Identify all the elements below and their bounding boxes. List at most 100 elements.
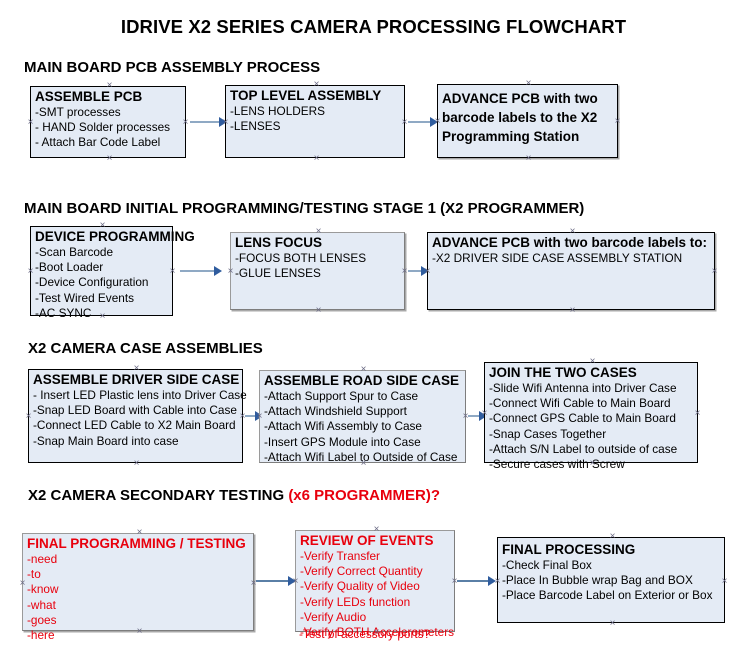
connector-arrow [408,121,435,123]
box-line: -Connect LED Cable to X2 Main Board [33,418,236,433]
resize-handle[interactable] [291,577,300,586]
resize-handle[interactable] [18,579,27,588]
box-device-programming[interactable]: DEVICE PROGRAMMING -Scan Barcode -Boot L… [30,226,195,320]
resize-handle[interactable] [98,312,107,321]
box-assemble-driver-side-case[interactable]: ASSEMBLE DRIVER SIDE CASE - Insert LED P… [28,369,247,463]
box-line: - Insert LED Plastic lens into Driver Ca… [33,388,247,402]
box-line: -Boot Loader [35,260,104,275]
box-title: REVIEW OF EVENTS [300,533,434,548]
box-title: ASSEMBLE PCB [35,89,143,104]
resize-handle[interactable] [480,409,489,418]
box-line: -Scan Barcode [35,245,114,259]
resize-handle[interactable] [720,577,729,586]
box-line: -Test Wired Events [35,290,134,305]
resize-handle[interactable] [221,118,230,127]
box-line: - Attach Bar Code Label [35,135,161,150]
resize-handle[interactable] [524,154,533,163]
box-line: -Attach Support Spur to Case [264,389,419,403]
arrowhead-icon [214,266,222,276]
box-final-programming-testing[interactable]: FINAL PROGRAMMING / TESTING -need -to -k… [22,533,254,642]
arrowhead-icon [488,576,496,586]
resize-handle[interactable] [568,227,577,236]
box-line: -Verify Transfer [300,549,380,563]
box-title: ASSEMBLE ROAD SIDE CASE [264,373,460,388]
resize-handle[interactable] [135,627,144,636]
box-advance-pcb-driver-side[interactable]: ADVANCE PCB with two barcode labels to: … [427,232,715,310]
box-assemble-pcb[interactable]: ASSEMBLE PCB -SMT processes - HAND Solde… [30,86,186,158]
box-review-of-events[interactable]: REVIEW OF EVENTS -Verify Transfer -Verif… [295,530,455,639]
box-line: -Slide Wifi Antenna into Driver Case [489,381,677,395]
box-line: - HAND Solder processes [35,120,171,135]
box-title: JOIN THE TWO CASES [489,365,637,380]
resize-handle[interactable] [524,79,533,88]
box-lens-focus[interactable]: LENS FOCUS -FOCUS BOTH LENSES -GLUE LENS… [230,232,405,310]
box-title: ASSEMBLE DRIVER SIDE CASE [33,372,240,387]
section-header-2: MAIN BOARD INITIAL PROGRAMMING/TESTING S… [24,200,585,217]
resize-handle[interactable] [24,412,33,421]
box-final-processing[interactable]: FINAL PROCESSING -Check Final Box -Place… [497,537,725,623]
resize-handle[interactable] [608,532,617,541]
resize-handle[interactable] [314,306,323,315]
resize-handle[interactable] [132,459,141,468]
section-header-3: X2 CAMERA CASE ASSEMBLIES [28,340,263,357]
resize-handle[interactable] [255,412,264,421]
resize-handle[interactable] [588,357,597,366]
box-line: -Snap LED Board with Cable into Case [33,403,237,418]
box-line: -Verify Correct Quantity [300,564,423,579]
resize-handle[interactable] [710,267,719,276]
box-line: -Attach S/N Label to outside of case [489,441,678,456]
resize-handle[interactable] [132,364,141,373]
resize-handle[interactable] [226,267,235,276]
box-line: -SMT processes [35,105,121,119]
resize-handle[interactable] [568,306,577,315]
box-assemble-road-side-case[interactable]: ASSEMBLE ROAD SIDE CASE -Attach Support … [259,370,466,464]
box-title: FINAL PROCESSING [502,542,636,557]
resize-handle[interactable] [26,118,35,127]
box-line: -know [27,582,59,597]
resize-handle[interactable] [433,117,442,126]
box-line: -Snap Cases Together [489,426,607,441]
box-title: ADVANCE PCB with two barcode labels to: [432,235,708,250]
resize-handle[interactable] [372,525,381,534]
box-line: -Connect GPS Cable to Main Board [489,411,676,426]
resize-handle[interactable] [359,459,368,468]
box-line: -to [27,567,41,582]
resize-handle[interactable] [26,267,35,276]
box-line: -FOCUS BOTH LENSES [235,251,367,265]
box-line: -Attach Wifi Assembly to Case [264,419,422,434]
box-review-of-events-overflow-line: -Test of accessory ports? [299,627,431,641]
resize-handle[interactable] [608,619,617,628]
resize-handle[interactable] [359,365,368,374]
resize-handle[interactable] [135,528,144,537]
box-line: -Insert GPS Module into Case [264,434,421,449]
resize-handle[interactable] [168,267,177,276]
resize-handle[interactable] [314,227,323,236]
section-header-4-accent: (x6 PROGRAMMER)? [288,487,440,504]
box-line: -Device Configuration [35,275,149,290]
resize-handle[interactable] [181,118,190,127]
box-line: -LENS HOLDERS [230,104,326,118]
box-line: -Connect Wifi Cable to Main Board [489,396,671,411]
resize-handle[interactable] [588,459,597,468]
resize-handle[interactable] [613,117,622,126]
resize-handle[interactable] [98,221,107,230]
resize-handle[interactable] [105,81,114,90]
box-title: DEVICE PROGRAMMING [35,229,195,244]
resize-handle[interactable] [693,409,702,418]
connector-arrow [256,580,296,582]
resize-handle[interactable] [312,80,321,89]
box-title: FINAL PROGRAMMING / TESTING [27,536,246,551]
box-top-level-assembly[interactable]: TOP LEVEL ASSEMBLY -LENS HOLDERS -LENSES [225,85,405,158]
box-line: -LENSES [230,119,281,134]
box-line: -AC SYNC [35,305,92,320]
resize-handle[interactable] [493,577,502,586]
box-line: -goes [27,612,57,627]
resize-handle[interactable] [423,267,432,276]
resize-handle[interactable] [312,154,321,163]
connector-arrow [180,270,218,272]
box-join-the-two-cases[interactable]: JOIN THE TWO CASES -Slide Wifi Antenna i… [484,362,698,471]
resize-handle[interactable] [105,154,114,163]
box-line: -what [27,597,56,612]
box-title: LENS FOCUS [235,235,323,250]
box-advance-pcb-programming-station[interactable]: ADVANCE PCB with two barcode labels to t… [437,84,618,158]
